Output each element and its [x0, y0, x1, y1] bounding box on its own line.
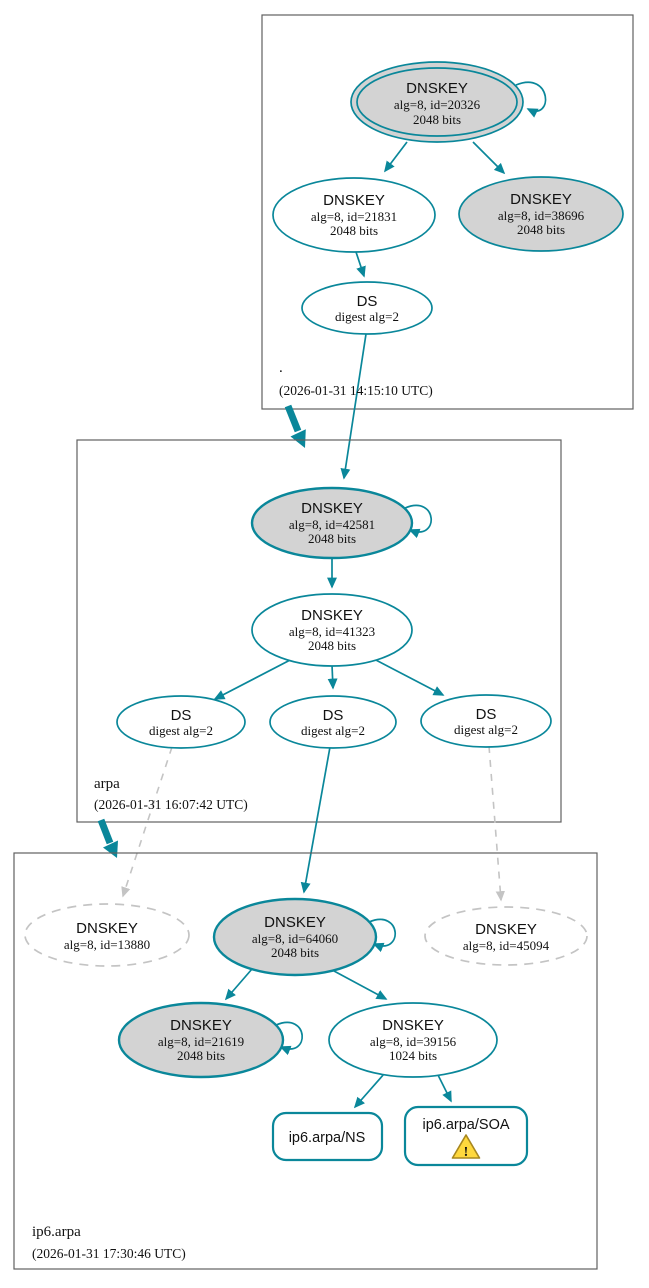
dnskey-21619-title: DNSKEY: [170, 1017, 232, 1034]
edge-ip6-ksk-to-ksk2: [224, 968, 253, 1001]
dnskey-21831-bits: 2048 bits: [330, 223, 378, 238]
zone-arpa: DNSKEY alg=8, id=42581 2048 bits DNSKEY …: [76, 439, 562, 902]
edge-arpa-zsk-to-ds-middle: [327, 664, 338, 690]
warning-icon: !: [451, 1134, 481, 1160]
dnskey-42581-node[interactable]: DNSKEY alg=8, id=42581 2048 bits: [250, 486, 414, 560]
rrset-ip6-arpa-soa[interactable]: ip6.arpa/SOA !: [403, 1105, 529, 1167]
ds-root-digest: digest alg=2: [335, 309, 399, 324]
dnskey-64060-alg: alg=8, id=64060: [252, 931, 338, 946]
dnskey-39156-alg: alg=8, id=39156: [370, 1034, 457, 1049]
ds-root-title: DS: [357, 293, 378, 310]
dnskey-45094-alg: alg=8, id=45094: [463, 938, 550, 953]
self-loop-dnskey-20326: [515, 81, 547, 118]
edge-root-ksk-to-zsk: [383, 141, 408, 173]
edge-root-ds-to-arpa-ksk: [340, 333, 367, 480]
edge-ip6-zsk-to-soa: [437, 1074, 452, 1103]
zone-ip6-arpa-label: ip6.arpa: [32, 1224, 81, 1240]
ds-arpa-right-node[interactable]: DS digest alg=2: [420, 694, 552, 748]
dnskey-21619-alg: alg=8, id=21619: [158, 1034, 244, 1049]
dnskey-39156-node[interactable]: DNSKEY alg=8, id=39156 1024 bits: [328, 1002, 498, 1078]
dnskey-13880-alg: alg=8, id=13880: [64, 937, 150, 952]
dnskey-45094-node[interactable]: DNSKEY alg=8, id=45094: [424, 906, 588, 966]
edge-ds-left-to-dnskey-13880: [121, 746, 173, 898]
dnskey-38696-alg: alg=8, id=38696: [498, 208, 585, 223]
ds-arpa-middle-digest: digest alg=2: [301, 723, 365, 738]
edge-arpa-zsk-to-ds-right: [371, 657, 445, 696]
zone-arpa-box: [76, 439, 562, 823]
rrset-ip6-arpa-soa-label: ip6.arpa/SOA: [422, 1117, 509, 1133]
ds-arpa-left-node[interactable]: DS digest alg=2: [116, 695, 246, 749]
ds-arpa-middle-title: DS: [323, 707, 344, 724]
ds-arpa-right-title: DS: [476, 706, 497, 723]
delegation-arrow-arpa-to-ip6: [97, 818, 118, 858]
dnskey-21619-node[interactable]: DNSKEY alg=8, id=21619 2048 bits: [117, 1001, 285, 1079]
dnskey-39156-title: DNSKEY: [382, 1017, 444, 1034]
edge-arpa-zsk-to-ds-left: [213, 657, 295, 700]
zone-arpa-label: arpa: [94, 776, 120, 792]
zone-root-label: .: [279, 360, 283, 376]
self-loop-dnskey-21619: [275, 1021, 304, 1056]
dnskey-42581-title: DNSKEY: [301, 500, 363, 517]
dnskey-38696-bits: 2048 bits: [517, 222, 565, 237]
warning-exclamation: !: [464, 1145, 469, 1160]
dnskey-20326-bits: 2048 bits: [413, 112, 461, 127]
dnskey-21831-alg: alg=8, id=21831: [311, 209, 397, 224]
dnskey-41323-node[interactable]: DNSKEY alg=8, id=41323 2048 bits: [251, 593, 413, 667]
dnskey-20326-alg: alg=8, id=20326: [394, 97, 481, 112]
dnskey-21619-bits: 2048 bits: [177, 1048, 225, 1063]
zone-root-box: [261, 14, 634, 410]
dnskey-41323-title: DNSKEY: [301, 607, 363, 624]
dnskey-20326-title: DNSKEY: [406, 80, 468, 97]
dnskey-42581-bits: 2048 bits: [308, 531, 356, 546]
ds-arpa-left-title: DS: [171, 707, 192, 724]
rrset-ip6-arpa-ns[interactable]: ip6.arpa/NS: [271, 1111, 384, 1162]
zone-ip6-arpa-box: [13, 852, 598, 1270]
dnskey-21831-node[interactable]: DNSKEY alg=8, id=21831 2048 bits: [272, 177, 436, 253]
dnskey-41323-alg: alg=8, id=41323: [289, 624, 375, 639]
dnskey-13880-title: DNSKEY: [76, 920, 138, 937]
dnskey-64060-bits: 2048 bits: [271, 945, 319, 960]
edge-root-ksk-to-standby: [472, 141, 506, 175]
delegation-arrow-root-to-arpa: [284, 404, 306, 448]
zone-root-timestamp: (2026-01-31 14:15:10 UTC): [279, 383, 433, 398]
dnskey-20326-node[interactable]: DNSKEY alg=8, id=20326 2048 bits: [350, 61, 524, 143]
edge-ds-middle-to-ip6-ksk: [300, 746, 331, 894]
edge-ip6-zsk-to-ns: [353, 1073, 385, 1109]
ds-root-node[interactable]: DS digest alg=2: [301, 281, 433, 335]
dnskey-45094-title: DNSKEY: [475, 921, 537, 938]
dnskey-42581-alg: alg=8, id=42581: [289, 517, 375, 532]
dnskey-64060-node[interactable]: DNSKEY alg=8, id=64060 2048 bits: [212, 897, 378, 977]
edge-ds-right-to-dnskey-45094: [488, 745, 505, 902]
zone-ip6-arpa-timestamp: (2026-01-31 17:30:46 UTC): [32, 1246, 186, 1261]
dnskey-21831-title: DNSKEY: [323, 192, 385, 209]
self-loop-dnskey-42581: [404, 504, 433, 539]
dnskey-38696-node[interactable]: DNSKEY alg=8, id=38696 2048 bits: [458, 176, 624, 252]
ds-arpa-right-digest: digest alg=2: [454, 722, 518, 737]
dnskey-64060-title: DNSKEY: [264, 914, 326, 931]
dnskey-39156-bits: 1024 bits: [389, 1048, 437, 1063]
zone-root: DNSKEY alg=8, id=20326 2048 bits DNSKEY …: [261, 14, 634, 480]
rrset-ip6-arpa-ns-label: ip6.arpa/NS: [289, 1130, 366, 1146]
edge-ip6-ksk-to-zsk: [333, 970, 388, 1000]
dnskey-41323-bits: 2048 bits: [308, 638, 356, 653]
self-loop-dnskey-64060: [368, 918, 397, 953]
ds-arpa-left-digest: digest alg=2: [149, 723, 213, 738]
dnskey-38696-title: DNSKEY: [510, 191, 572, 208]
zone-arpa-timestamp: (2026-01-31 16:07:42 UTC): [94, 797, 248, 812]
ds-arpa-middle-node[interactable]: DS digest alg=2: [269, 695, 397, 749]
dnskey-13880-node[interactable]: DNSKEY alg=8, id=13880: [24, 903, 190, 967]
zone-ip6-arpa: DNSKEY alg=8, id=13880 DNSKEY alg=8, id=…: [13, 852, 598, 1270]
edge-root-zsk-to-ds: [355, 251, 366, 278]
